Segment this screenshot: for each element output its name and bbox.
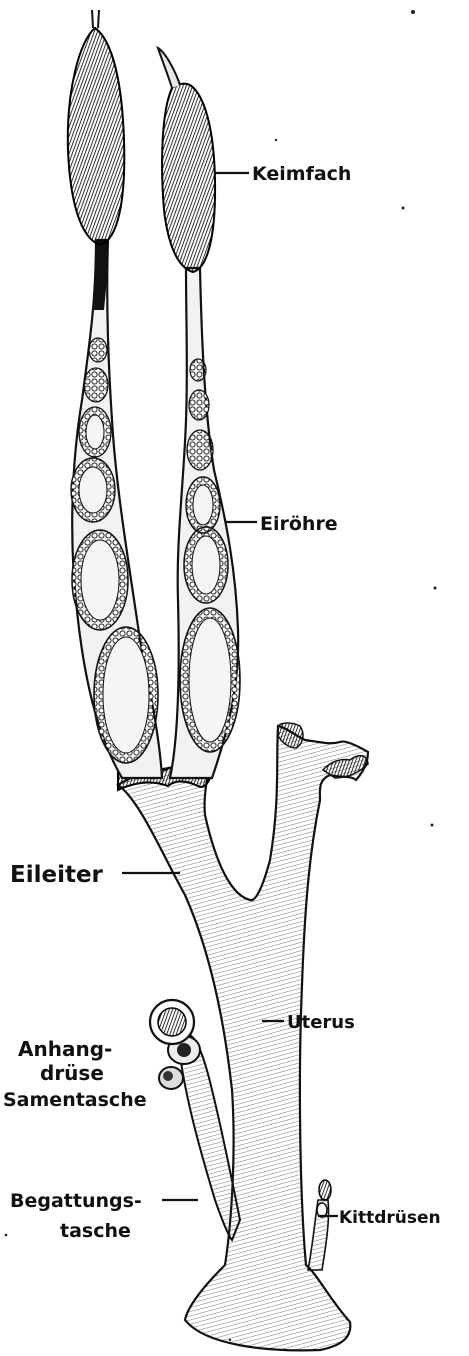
anhangdruse-structure [150, 1000, 194, 1044]
right-germarium [162, 84, 215, 272]
left-filament [92, 10, 99, 28]
begattungstasche-structure [149, 1035, 240, 1240]
label-eirohre: Eiröhre [260, 513, 338, 535]
label-uterus: Uterus [287, 1012, 355, 1033]
label-begattungstasche-line1: Begattungs- [10, 1190, 142, 1212]
kittdrusen-structure [308, 1180, 331, 1270]
label-samentasche: Samentasche [3, 1089, 147, 1111]
label-keimfach: Keimfach [252, 163, 351, 185]
label-anhangdruse-line1: Anhang- [18, 1037, 112, 1061]
left-germarium [68, 28, 124, 245]
label-kittdrusen: Kittdrüsen [339, 1208, 441, 1228]
label-anhangdruse-line2: drüse [40, 1061, 104, 1085]
label-eileiter: Eileiter [10, 862, 104, 888]
label-begattungstasche-line2: tasche [60, 1220, 131, 1242]
right-filament [158, 48, 180, 88]
